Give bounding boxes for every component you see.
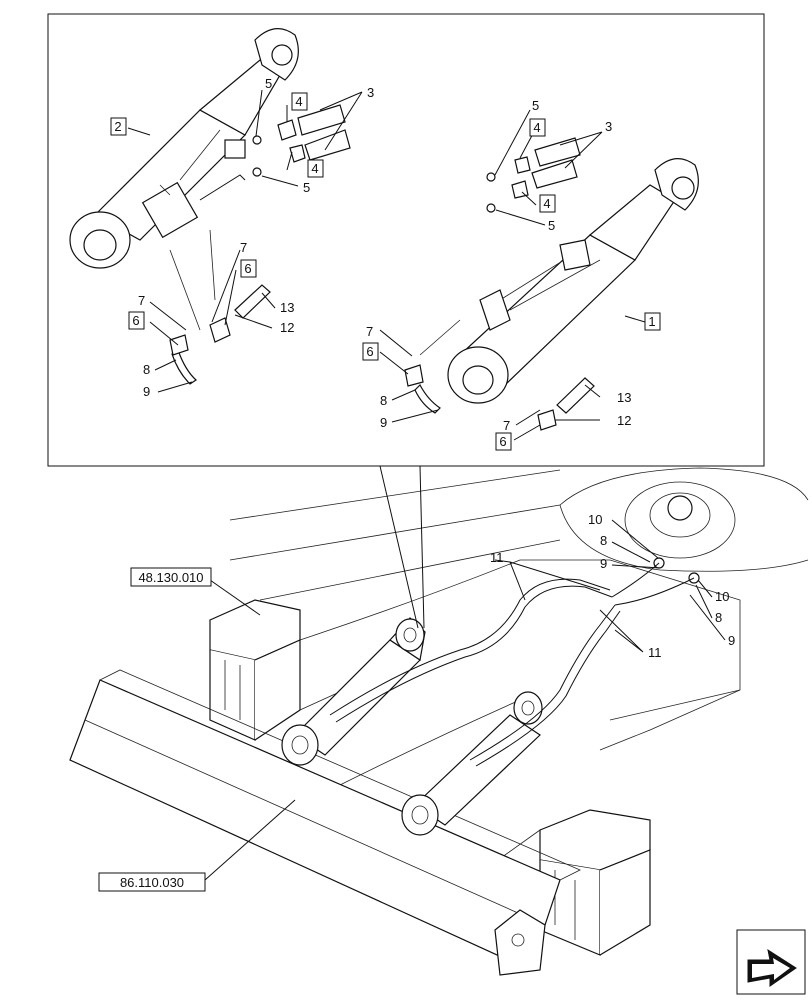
callout-7c: 7 (366, 324, 373, 339)
cylinder-assembly-1 (447, 158, 699, 404)
callout-2: 2 (110, 117, 127, 136)
callout-9c: 9 (600, 556, 607, 571)
inset-pointer-lines (379, 465, 425, 629)
callout-12b: 12 (617, 413, 631, 428)
background-cylinder-upper (281, 617, 426, 766)
cylinder-assembly-2 (69, 28, 299, 269)
callout-13b: 13 (617, 390, 631, 405)
callout-11b: 11 (648, 645, 662, 660)
callout-8a: 8 (143, 362, 150, 377)
small-hose-parts (169, 229, 595, 431)
reference-link-48-130-010[interactable]: 48.130.010 (130, 567, 212, 587)
svg-text:4: 4 (311, 161, 318, 176)
callout-9b: 9 (380, 415, 387, 430)
background-cylinder-lower (401, 691, 543, 836)
callout-8d: 8 (715, 610, 722, 625)
callout-9a: 9 (143, 384, 150, 399)
callout-7a: 7 (240, 240, 247, 255)
callout-6a: 6 (240, 259, 257, 278)
svg-text:86.110.030: 86.110.030 (120, 875, 184, 890)
svg-text:1: 1 (648, 314, 655, 329)
svg-text:6: 6 (244, 261, 251, 276)
callout-13a: 13 (280, 300, 294, 315)
machine-background-illustration (69, 467, 809, 976)
reference-link-86-110-030[interactable]: 86.110.030 (98, 872, 206, 892)
svg-text:48.130.010: 48.130.010 (138, 570, 203, 585)
callout-8b: 8 (380, 393, 387, 408)
callout-5b: 5 (303, 180, 310, 195)
callout-6c: 6 (362, 342, 379, 361)
next-page-arrow-icon[interactable] (736, 929, 806, 995)
callout-5c: 5 (532, 98, 539, 113)
callout-6b: 6 (128, 311, 145, 330)
svg-text:6: 6 (132, 313, 139, 328)
svg-text:6: 6 (366, 344, 373, 359)
callout-6d: 6 (495, 432, 512, 451)
svg-text:2: 2 (114, 119, 121, 134)
callout-1: 1 (644, 312, 661, 331)
callout-5d: 5 (548, 218, 555, 233)
svg-text:6: 6 (499, 434, 506, 449)
callout-9d: 9 (728, 633, 735, 648)
callout-7b: 7 (138, 293, 145, 308)
detail-inset-frame (47, 13, 765, 467)
callout-8c: 8 (600, 533, 607, 548)
fittings-group-left (252, 104, 351, 177)
callout-5a: 5 (265, 76, 272, 91)
callout-10b: 10 (715, 589, 729, 604)
callout-4d: 4 (539, 194, 556, 213)
callout-4b: 4 (307, 159, 324, 178)
callout-3b: 3 (605, 119, 612, 134)
svg-text:4: 4 (543, 196, 550, 211)
callout-4a: 4 (291, 92, 308, 111)
svg-text:4: 4 (533, 120, 540, 135)
callout-10a: 10 (588, 512, 602, 527)
callout-11a: 11 (490, 550, 504, 565)
callout-3a: 3 (367, 85, 374, 100)
callout-7d: 7 (503, 418, 510, 433)
callout-4c: 4 (529, 118, 546, 137)
svg-text:4: 4 (295, 94, 302, 109)
leader-lines (127, 89, 726, 881)
callout-12a: 12 (280, 320, 294, 335)
